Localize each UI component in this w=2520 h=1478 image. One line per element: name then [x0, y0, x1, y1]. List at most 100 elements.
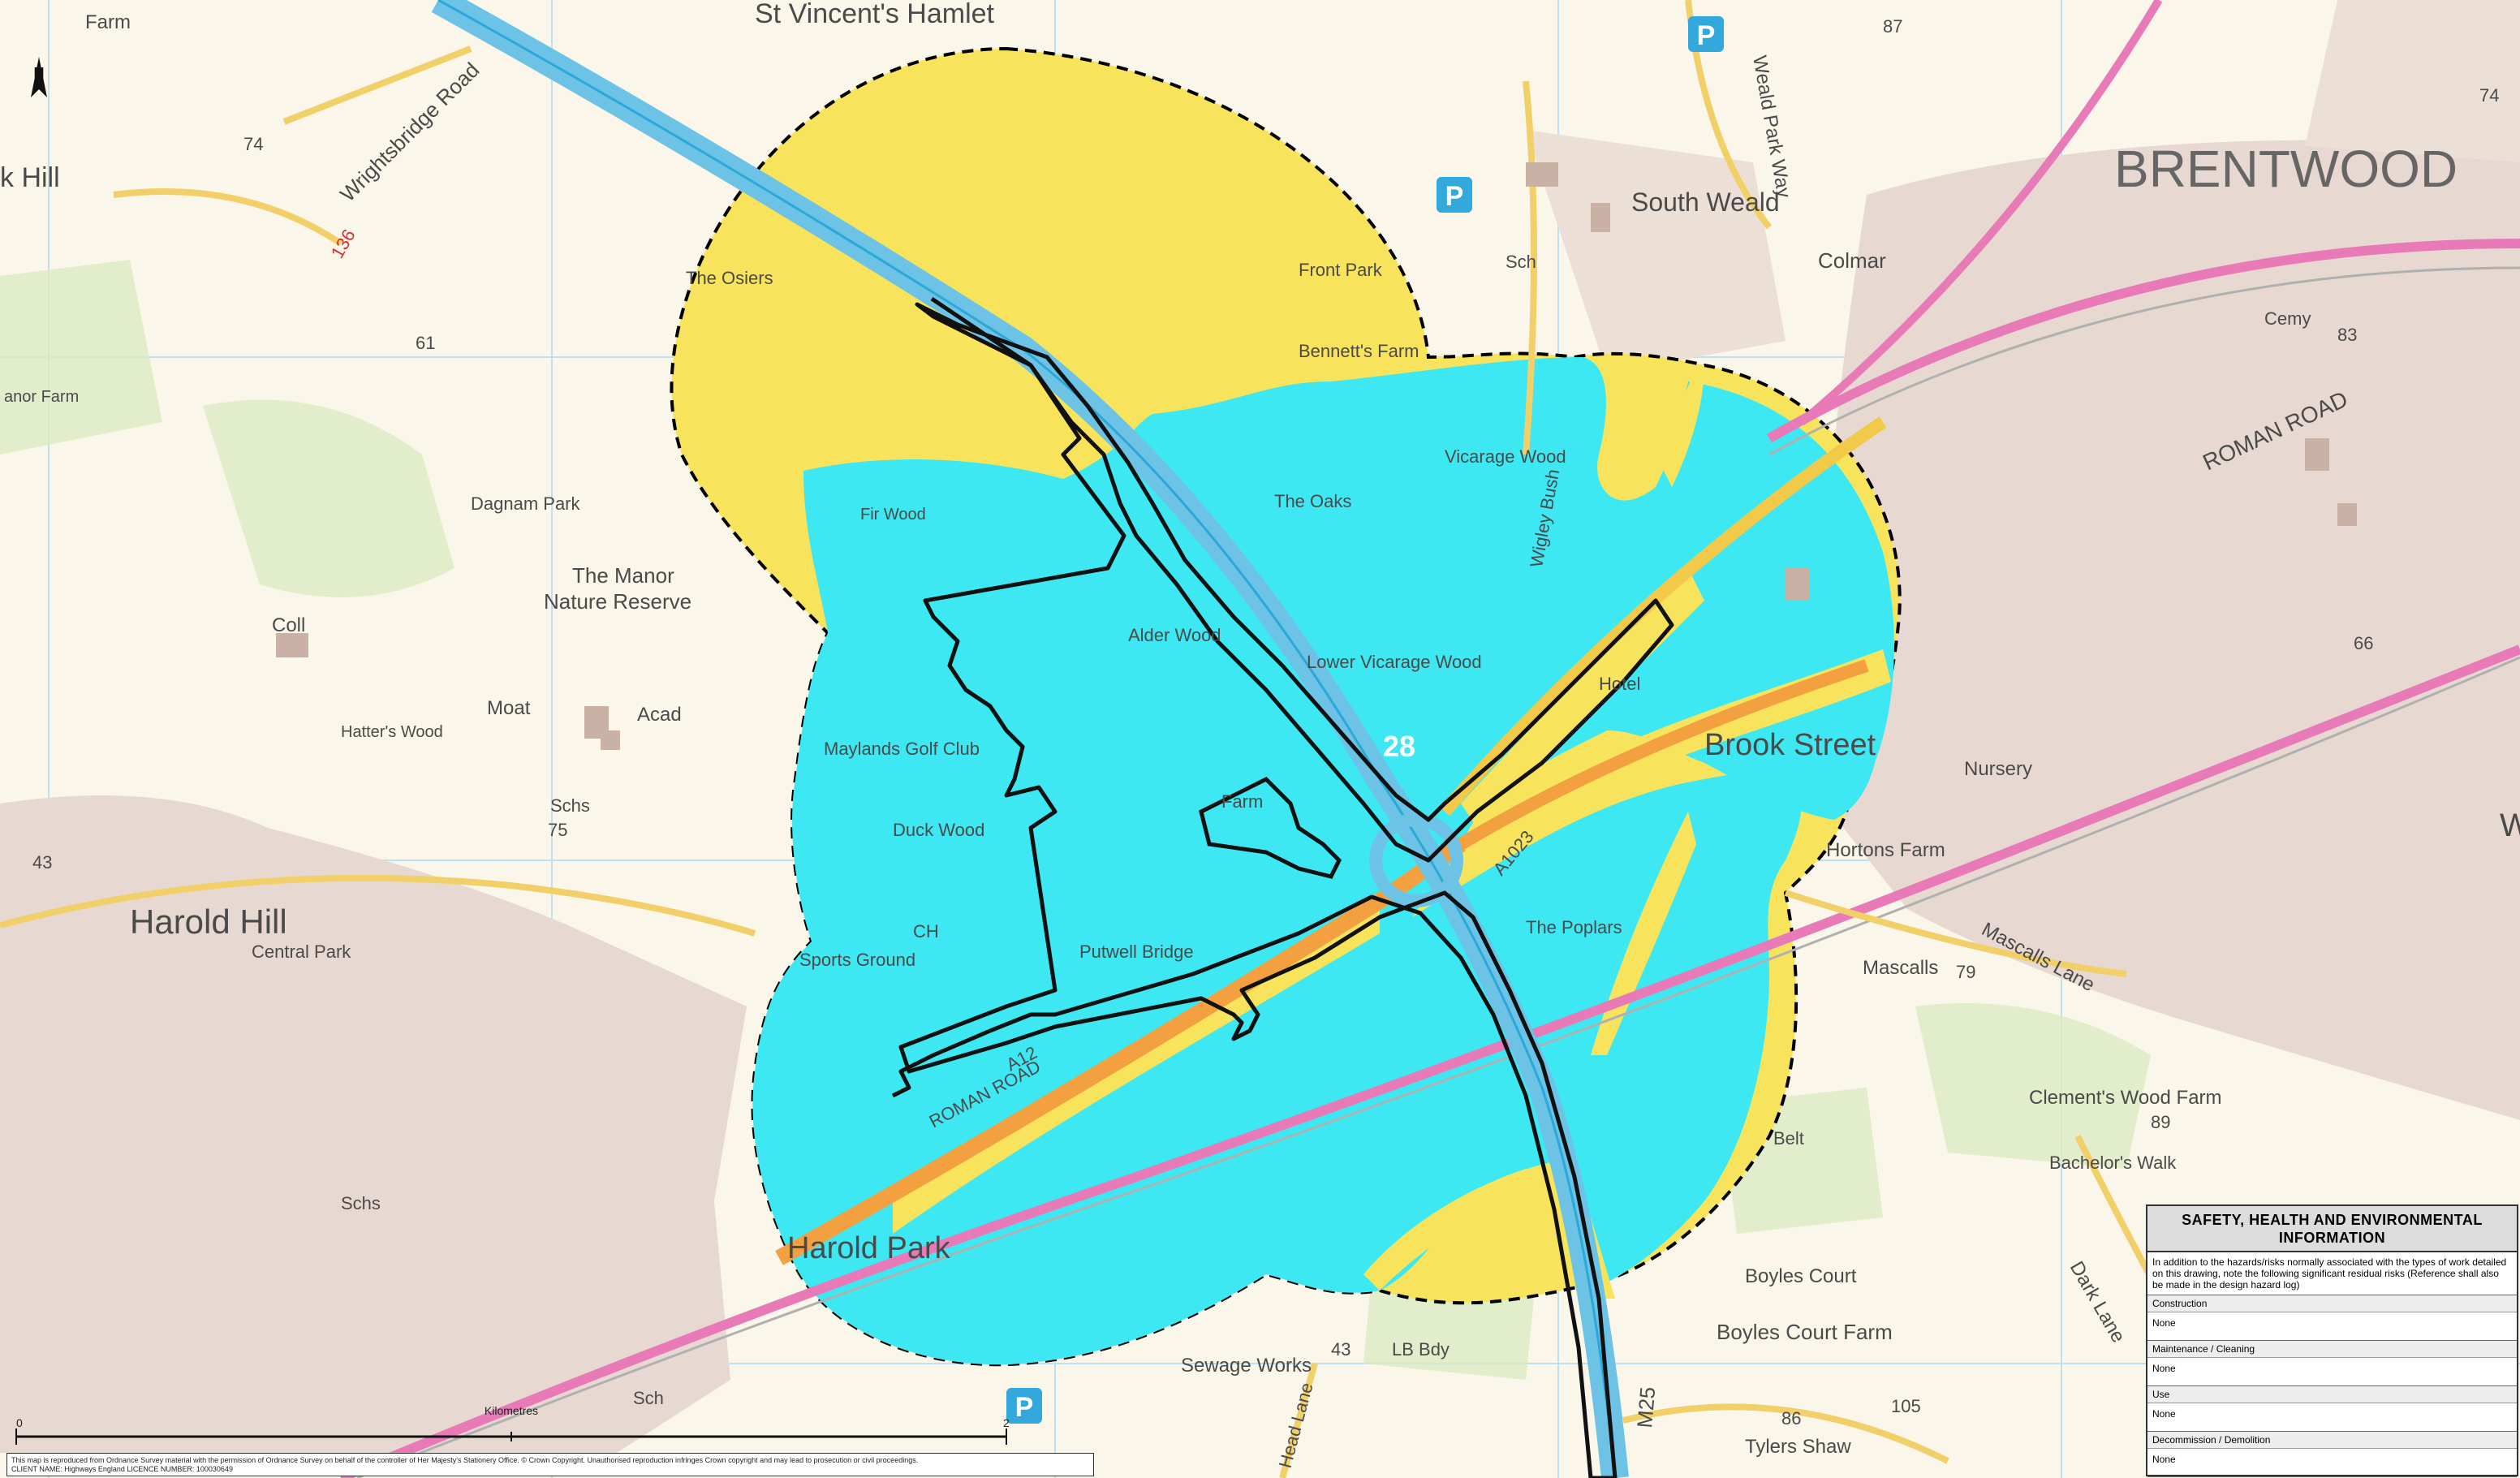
label-bachelors-walk: Bachelor's Walk [2049, 1153, 2177, 1173]
railway-lines [338, 0, 2520, 1478]
junction-28-roundabout [1369, 813, 1463, 907]
label-schs2: Schs [550, 795, 590, 816]
label-colmar: Colmar [1818, 248, 1886, 273]
label-ch: CH [913, 921, 939, 942]
spot-43: 43 [1331, 1339, 1350, 1360]
label-central-park: Central Park [252, 942, 351, 962]
label-farm-tl: Farm [85, 11, 131, 33]
label-fir-wood: Fir Wood [860, 506, 926, 524]
label-m25: M25 [1632, 1386, 1660, 1429]
label-bennetts-farm: Bennett's Farm [1299, 341, 1419, 361]
scheme-boundary-spur [1199, 776, 1342, 879]
label-moat: Moat [487, 697, 531, 719]
north-arrow: N [31, 57, 47, 97]
scale-start: 0 [16, 1416, 23, 1429]
label-south-weald: South Weald [1631, 187, 1780, 217]
label-the-poplars: The Poplars [1526, 917, 1622, 937]
label-lower-vicarage: Lower Vicarage Wood [1307, 652, 1482, 672]
label-st-vincents: St Vincent's Hamlet [755, 0, 995, 29]
label-boyles-court: Boyles Court [1745, 1265, 1857, 1287]
spot-75: 75 [548, 820, 567, 840]
label-farm-gc: Farm [1221, 791, 1263, 812]
label-harold-park: Harold Park [787, 1231, 951, 1265]
label-clements-wood: Clement's Wood Farm [2029, 1087, 2222, 1109]
label-sch1: Sch [1506, 252, 1536, 272]
label-junction-28: 28 [1383, 730, 1415, 763]
spot-89: 89 [2151, 1112, 2170, 1132]
label-mascalls: Mascalls [1863, 957, 1938, 979]
label-harold-hill: Harold Hill [130, 903, 287, 941]
scale-label: Kilometres [485, 1404, 538, 1417]
label-nature-reserve: Nature Reserve [544, 589, 691, 614]
copyright-line: This map is reproduced from Ordnance Sur… [11, 1456, 919, 1464]
spot-74: 74 [2479, 85, 2499, 106]
label-alder-wood: Alder Wood [1128, 625, 1221, 645]
svg-text:P: P [1445, 181, 1464, 212]
label-nursery: Nursery [1964, 758, 2032, 780]
north-label: N [34, 65, 45, 81]
label-front-park: Front Park [1299, 260, 1383, 280]
safety-info-panel: SAFETY, HEALTH AND ENVIRONMENTAL INFORMA… [2146, 1204, 2518, 1477]
svg-text:P: P [1015, 1392, 1034, 1423]
spot-79: 79 [1956, 962, 1975, 982]
label-edge-w: W [2500, 808, 2520, 843]
label-lb-bdy: LB Bdy [1392, 1339, 1450, 1360]
m25-motorway [431, 0, 1629, 1478]
label-maylands: Maylands Golf Club [824, 739, 980, 759]
label-cemy: Cemy [2264, 308, 2311, 329]
building-blocks [276, 162, 2357, 750]
section-decommission-heading: Decommission / Demolition [2147, 1432, 2517, 1449]
spot-86: 86 [1781, 1408, 1801, 1428]
scale-bar: 0 Kilometres 2 [15, 1404, 1010, 1445]
label-the-osiers: The Osiers [686, 268, 773, 288]
spot-87: 87 [1883, 16, 1902, 37]
spot-43b: 43 [32, 852, 52, 873]
parking-markers: P P P [1006, 16, 1724, 1424]
label-belt: Belt [1773, 1128, 1804, 1148]
label-acad: Acad [637, 704, 682, 726]
label-the-manor: The Manor [572, 563, 674, 588]
label-brentwood: BRENTWOOD [2114, 140, 2458, 198]
svg-text:P: P [1697, 20, 1716, 51]
minor-roads [0, 0, 2211, 1478]
section-use-heading: Use [2147, 1386, 2517, 1403]
section-decommission-value: None [2147, 1449, 2517, 1477]
label-sports-ground: Sports Ground [799, 950, 915, 970]
spot-83: 83 [2337, 325, 2357, 345]
label-hotel: Hotel [1599, 674, 1640, 694]
scale-end: 2 [1003, 1416, 1010, 1429]
label-brook-street: Brook Street [1704, 728, 1876, 762]
copyright-footer: This map is reproduced from Ordnance Sur… [6, 1453, 1094, 1476]
panel-intro: In addition to the hazards/risks normall… [2147, 1252, 2517, 1295]
label-dagnam-park: Dagnam Park [471, 493, 581, 514]
panel-title: SAFETY, HEALTH AND ENVIRONMENTAL INFORMA… [2147, 1206, 2517, 1252]
label-manor-farm: anor Farm [4, 388, 79, 406]
label-sewage-works: Sewage Works [1181, 1355, 1312, 1377]
spot-61: 61 [416, 333, 435, 353]
a12-road [775, 416, 1887, 1265]
scheme-boundary-main [915, 302, 1674, 863]
label-hortons-farm: Hortons Farm [1826, 839, 1945, 861]
label-vicarage-wood: Vicarage Wood [1445, 446, 1566, 467]
label-sch2: Sch [633, 1388, 664, 1408]
label-putwell-bridge: Putwell Bridge [1079, 942, 1194, 962]
section-maintenance-heading: Maintenance / Cleaning [2147, 1341, 2517, 1358]
client-line: CLIENT NAME: Highways England LICENCE NU… [11, 1465, 233, 1473]
label-the-oaks: The Oaks [1274, 491, 1351, 511]
label-schs1: Schs [341, 1193, 381, 1213]
label-tylers-shaw: Tylers Shaw [1745, 1436, 1851, 1458]
section-use-value: None [2147, 1403, 2517, 1432]
scheme-boundary [891, 296, 1618, 1478]
section-maintenance-value: None [2147, 1358, 2517, 1386]
label-coll: Coll [272, 614, 305, 636]
label-duck-wood: Duck Wood [893, 820, 984, 840]
label-hill: k Hill [0, 162, 60, 193]
label-hatters-wood: Hatter's Wood [341, 723, 443, 741]
section-construction-value: None [2147, 1312, 2517, 1341]
spot-105: 105 [1891, 1396, 1921, 1416]
section-construction-heading: Construction [2147, 1295, 2517, 1312]
spot-66: 66 [2354, 633, 2373, 653]
spot-74b: 74 [243, 134, 263, 154]
